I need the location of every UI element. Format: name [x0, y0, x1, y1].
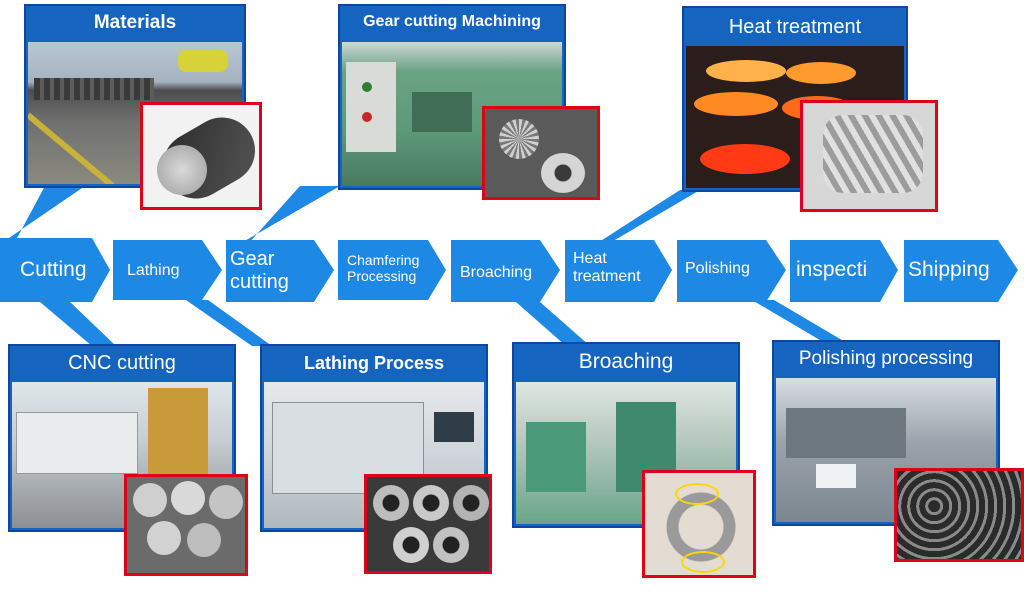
card-title-broaching: Broaching [578, 350, 674, 373]
heat-treatment-inset-rings [800, 100, 938, 212]
callout-heat-treatment [596, 190, 700, 244]
callout-gear-cutting [236, 186, 340, 246]
step-label-gear-cutting: Gear cutting [230, 248, 289, 293]
step-label-broaching: Broaching [460, 264, 533, 281]
card-title-heat-treatment: Heat treatment [728, 16, 862, 38]
card-title-gear-cutting: Gear cutting Machining [363, 13, 541, 30]
card-title-lathing-process: Lathing Process [303, 353, 445, 373]
step-label-lathing: Lathing [127, 262, 180, 279]
step-label-shipping: Shipping [908, 258, 990, 281]
cnc-inset-cut-bars [124, 474, 248, 576]
card-title-polishing-processing: Polishing processing [798, 348, 974, 369]
card-polishing-processing: Polishing processing [772, 340, 1024, 562]
step-arrow-gear-cutting [226, 240, 334, 302]
card-heat-treatment: Heat treatment [682, 6, 938, 212]
step-arrow-inspection [790, 240, 898, 302]
step-arrow-polishing [677, 240, 786, 302]
card-lathing-process: Lathing Process [260, 344, 492, 574]
polishing-inset-parts [894, 468, 1024, 562]
callout-materials [6, 186, 85, 240]
step-arrow-broaching [451, 240, 560, 302]
callout-broaching [516, 302, 590, 346]
gear-inset-bevel-gear [482, 106, 600, 200]
card-materials: Materials [24, 4, 262, 210]
step-label-polishing: Polishing [685, 260, 750, 277]
step-arrow-shipping [904, 240, 1018, 302]
card-title-materials: Materials [93, 12, 177, 33]
step-arrow-lathing [113, 240, 222, 300]
step-label-cutting: Cutting [20, 258, 87, 281]
step-arrow-cutting [0, 238, 110, 302]
callout-cnc-cutting [40, 302, 116, 346]
card-broaching: Broaching [512, 342, 756, 578]
broaching-inset-gear [642, 470, 756, 578]
step-label-chamfering: Chamfering Processing [347, 252, 420, 285]
callout-lathing [186, 300, 272, 346]
lathing-inset-parts [364, 474, 492, 574]
step-arrow-chamfering [338, 240, 446, 300]
card-cnc-cutting: CNC cutting [8, 344, 248, 576]
step-arrow-heat-treatment [565, 240, 672, 302]
step-label-heat-treatment: Heat treatment [573, 250, 641, 286]
step-label-inspection: inspecti [796, 258, 868, 281]
card-gear-cutting-machining: Gear cutting Machining [338, 4, 600, 200]
callout-polishing [752, 300, 852, 346]
materials-inset-steel-bar [140, 102, 262, 210]
card-title-cnc-cutting: CNC cutting [68, 352, 176, 374]
